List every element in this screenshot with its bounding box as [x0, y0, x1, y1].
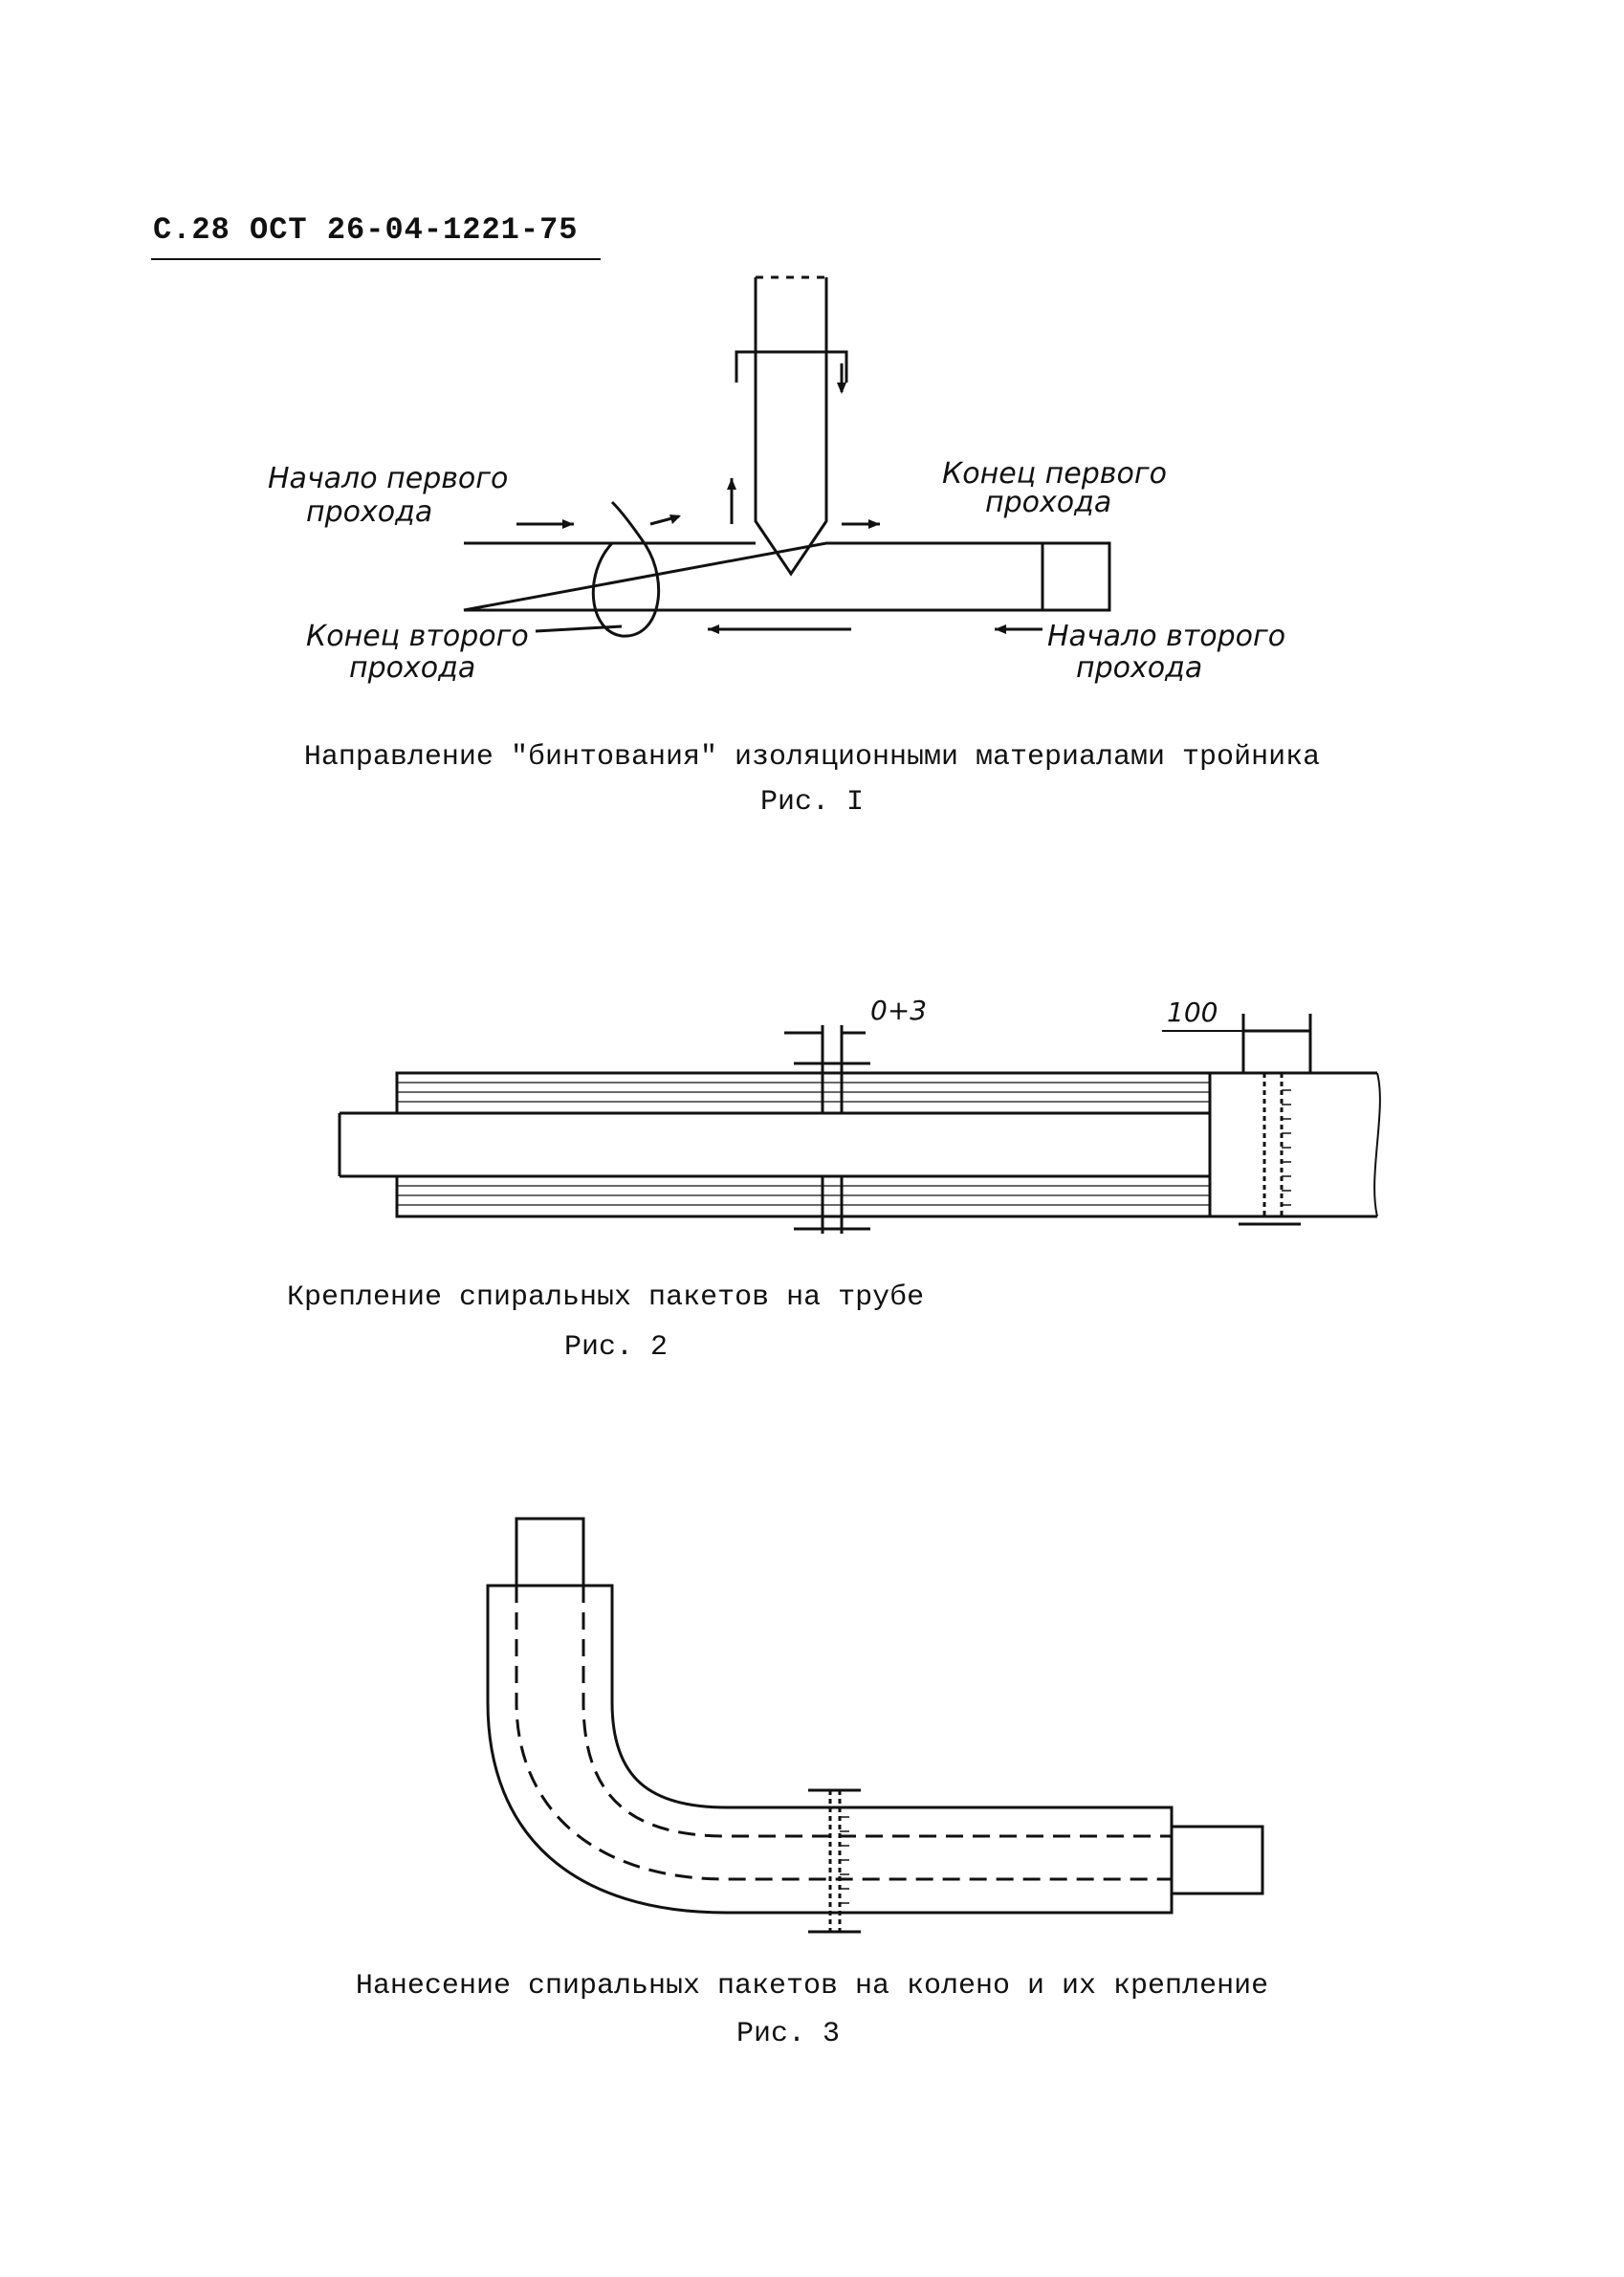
header-underline [151, 258, 601, 260]
elbow-inner-pipe-dashed [515, 1586, 1172, 1881]
dimension-100: 100 [1167, 996, 1218, 1028]
label-start-first-pass-2: прохода [306, 495, 432, 529]
elbow-right-stub [1170, 1825, 1264, 1895]
figure-1-number: Рис. I [759, 786, 865, 819]
insulation-bottom-layer [395, 1174, 1212, 1218]
figure-3-elbow-diagram [486, 1517, 1264, 1934]
label-end-first-pass-2: прохода [985, 486, 1111, 519]
core-pipe [338, 1111, 1210, 1178]
figure-1-tee-diagram: Начало первого прохода Конец первого про… [268, 275, 1285, 685]
figure-3-number: Рис. 3 [736, 2018, 841, 2050]
label-end-first-pass-1: Конец первого [942, 457, 1167, 491]
elbow-top-stub [515, 1517, 585, 1587]
figure-2-number: Рис. 2 [564, 1331, 669, 1364]
tee-branch-outline [754, 277, 828, 577]
elbow-binding-strap [828, 1790, 842, 1932]
figure-2-pipe-diagram: 0+3 100 [338, 995, 1381, 1234]
document-code: С.28 ОСТ 26-04-1221-75 [153, 212, 579, 248]
branch-wrap-line [735, 350, 848, 383]
figure-1-caption: Направление "бинтования" изоляционными м… [303, 741, 1321, 774]
label-start-second-pass-1: Начало второго [1047, 620, 1285, 653]
elbow-outer-contour [486, 1584, 1174, 1915]
dimension-gap: 0+3 [870, 995, 927, 1026]
label-start-first-pass-1: Начало первого [268, 462, 508, 495]
label-end-second-pass-1: Конец второго [306, 620, 529, 653]
binding-strap [1262, 1073, 1284, 1216]
figure-2-caption: Крепление спиральных пакетов на трубе [287, 1281, 925, 1314]
label-end-second-pass-2: прохода [349, 651, 475, 685]
joint-gap [821, 1052, 844, 1234]
figure-3-caption: Нанесение спиральных пакетов на колено и… [355, 1970, 1269, 2003]
wrap-loop [591, 500, 661, 638]
tee-main-outline [463, 541, 1111, 612]
outer-sleeve [1208, 1071, 1377, 1218]
insulation-top-layer [395, 1071, 1212, 1115]
label-start-second-pass-2: прохода [1076, 651, 1202, 685]
